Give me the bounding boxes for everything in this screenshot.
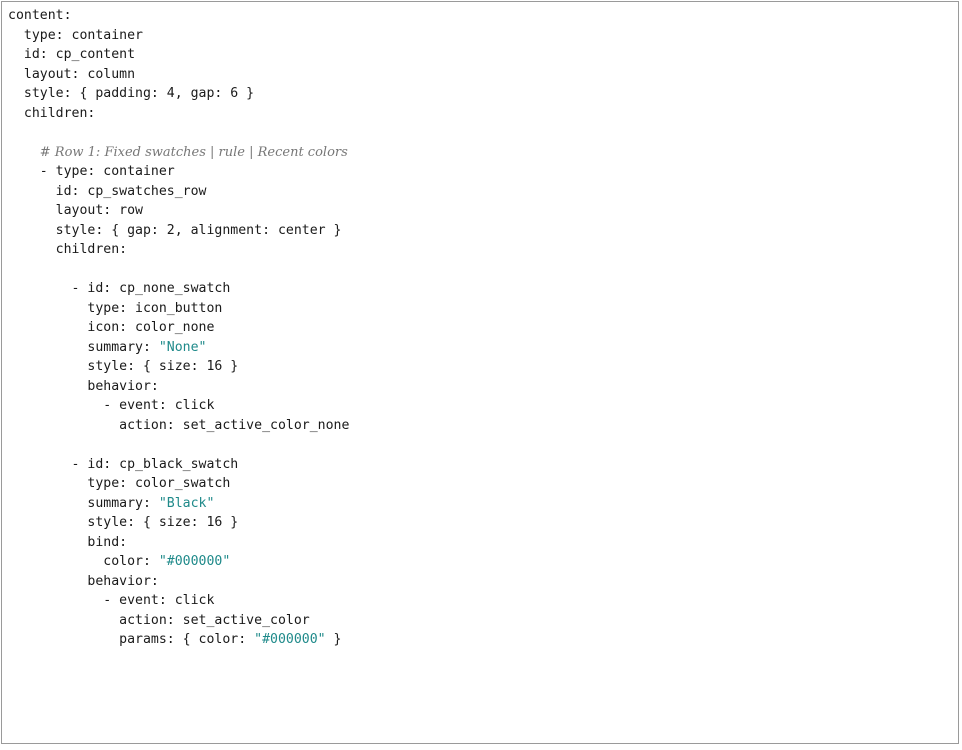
string-literal: "#000000": [254, 632, 326, 647]
code-line: params: { color: "#000000" }: [8, 630, 349, 650]
code-text: style: { size: 16 }: [8, 515, 239, 530]
code-text: - id: cp_none_swatch: [8, 281, 231, 296]
code-line: children:: [8, 104, 349, 124]
code-line: layout: row: [8, 201, 349, 221]
code-text: id: cp_swatches_row: [8, 183, 207, 199]
code-line: - event: click: [8, 396, 349, 416]
string-literal: "Black": [158, 495, 215, 511]
code-text: icon: color_none: [8, 320, 215, 335]
code-text: id: cp_content: [8, 47, 136, 62]
code-line: summary: "None": [8, 338, 349, 358]
code-text: action: set_active_color_none: [8, 417, 350, 433]
code-text: type: color_swatch: [8, 476, 231, 491]
code-line: children:: [8, 240, 349, 260]
code-text: bind:: [8, 534, 128, 550]
code-text: layout: column: [8, 66, 136, 82]
code-text: color:: [8, 554, 159, 569]
code-line: color: "#000000": [8, 552, 349, 572]
code-line: content:: [8, 6, 349, 26]
code-text: - event: click: [8, 398, 215, 413]
code-line: type: icon_button: [8, 299, 349, 319]
code-line: style: { gap: 2, alignment: center }: [8, 221, 349, 241]
code-text: style: { gap: 2, alignment: center }: [8, 222, 342, 238]
code-text: style: { size: 16 }: [8, 359, 239, 374]
code-text: children:: [8, 242, 128, 257]
code-line: style: { size: 16 }: [8, 513, 349, 533]
code-text: - id: cp_black_swatch: [8, 456, 239, 472]
code-text: behavior:: [8, 378, 159, 394]
code-line: id: cp_content: [8, 45, 349, 65]
code-line: action: set_active_color: [8, 611, 349, 631]
code-text: params: { color:: [8, 632, 255, 647]
code-line: bind:: [8, 533, 349, 553]
code-text: children:: [8, 105, 96, 121]
code-text: summary:: [8, 495, 159, 511]
yaml-code-listing: content: type: container id: cp_content …: [8, 6, 349, 650]
blank-code-line: [8, 123, 349, 143]
code-line: behavior:: [8, 572, 349, 592]
code-text: type: container: [8, 27, 143, 43]
code-text: - event: click: [8, 593, 215, 608]
code-comment: # Row 1: Fixed swatches | rule | Recent …: [39, 144, 348, 160]
code-text: [8, 145, 40, 160]
code-line: style: { padding: 4, gap: 6 }: [8, 84, 349, 104]
code-line: summary: "Black": [8, 494, 349, 514]
string-literal: "#000000": [158, 554, 231, 569]
code-line: - type: container: [8, 162, 349, 182]
code-text: style: { padding: 4, gap: 6 }: [8, 86, 255, 101]
code-text: type: icon_button: [8, 300, 223, 316]
blank-code-line: [8, 260, 349, 280]
code-text: summary:: [8, 339, 159, 355]
code-line: - id: cp_black_swatch: [8, 455, 349, 475]
code-line: behavior:: [8, 377, 349, 397]
code-line: icon: color_none: [8, 318, 349, 338]
code-line: # Row 1: Fixed swatches | rule | Recent …: [8, 143, 349, 163]
code-text: behavior:: [8, 573, 159, 589]
code-text: - type: container: [8, 164, 175, 179]
string-literal: "None": [158, 339, 207, 355]
code-line: - event: click: [8, 591, 349, 611]
code-line: - id: cp_none_swatch: [8, 279, 349, 299]
code-line: id: cp_swatches_row: [8, 182, 349, 202]
code-text: }: [325, 632, 342, 647]
code-line: action: set_active_color_none: [8, 416, 349, 436]
code-text: content:: [8, 8, 72, 23]
code-line: type: container: [8, 26, 349, 46]
blank-code-line: [8, 435, 349, 455]
code-text: action: set_active_color: [8, 612, 310, 628]
code-text: layout: row: [8, 203, 143, 218]
code-line: type: color_swatch: [8, 474, 349, 494]
code-line: style: { size: 16 }: [8, 357, 349, 377]
code-line: layout: column: [8, 65, 349, 85]
